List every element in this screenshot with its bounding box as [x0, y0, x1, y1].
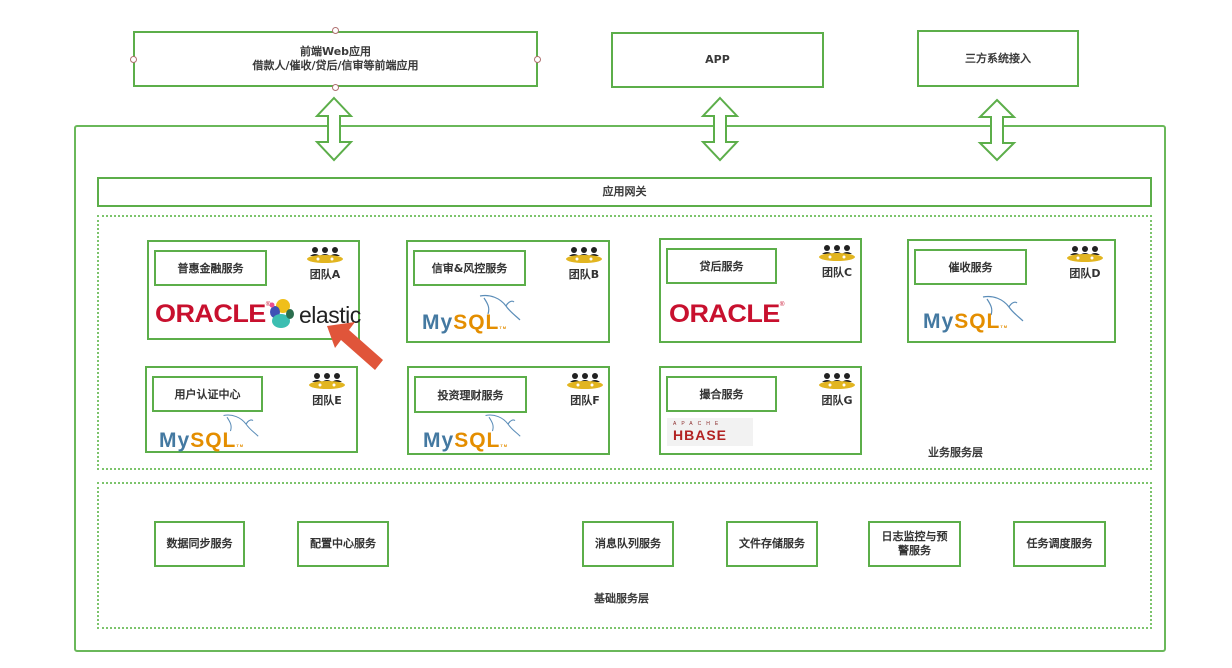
resize-handle-left[interactable] [130, 56, 137, 63]
service-name: 投资理财服务 [437, 388, 504, 402]
third-party-label: 三方系统接入 [965, 51, 1031, 65]
service-name: 催收服务 [948, 261, 993, 274]
app-gateway-label: 应用网关 [602, 185, 647, 198]
team-icon [567, 373, 603, 389]
service-name: 用户认证中心 [174, 388, 241, 401]
business-service-layer [97, 215, 1152, 470]
team-icon [307, 247, 343, 263]
third-party-box[interactable]: 三方系统接入 [917, 30, 1079, 87]
team-badge: 团队D [1063, 245, 1107, 281]
platform-container [74, 125, 1166, 652]
team-icon [1067, 246, 1103, 262]
team-icon [309, 373, 345, 389]
service-card-f[interactable]: 投资理财服务 团队F MySQLTM [407, 366, 610, 455]
service-name: 撮合服务 [699, 388, 744, 401]
team-badge: 团队B [562, 246, 606, 282]
mysql-logo: MySQLTM [422, 311, 508, 334]
service-name-box: 普惠金融服务 [154, 250, 267, 286]
service-card-d[interactable]: 催收服务 团队D MySQLTM [907, 239, 1116, 343]
base-service-label-line2: 警服务 [898, 544, 931, 557]
double-arrow-icon [700, 96, 740, 162]
base-service-label: 文件存储服务 [739, 537, 805, 550]
red-pointer-arrow-icon [327, 322, 383, 370]
base-service-config-center[interactable]: 配置中心服务 [297, 521, 389, 567]
service-name-box: 信审&风控服务 [413, 250, 526, 286]
base-service-task-scheduling[interactable]: 任务调度服务 [1013, 521, 1106, 567]
service-card-a[interactable]: 普惠金融服务 团队A ORACLE® elastic [147, 240, 361, 340]
base-service-label: 消息队列服务 [595, 537, 661, 550]
service-name-box: 撮合服务 [666, 376, 777, 412]
mysql-logo: MySQLTM [159, 429, 245, 452]
web-frontend-subtitle: 借款人/催收/贷后/信审等前端应用 [252, 59, 419, 72]
resize-handle-right[interactable] [534, 56, 541, 63]
service-name: 普惠金融服务 [177, 262, 244, 275]
team-icon [819, 373, 855, 389]
service-card-c[interactable]: 贷后服务 团队C ORACLE® [659, 238, 862, 343]
base-service-layer [97, 482, 1152, 629]
team-label: 团队B [568, 268, 600, 281]
team-badge: 团队E [305, 372, 349, 408]
app-box[interactable]: APP [611, 32, 824, 88]
oracle-logo: ORACLE® [669, 300, 785, 328]
app-label: APP [705, 53, 730, 66]
base-service-label: 数据同步服务 [166, 537, 233, 550]
base-service-label: 配置中心服务 [310, 537, 376, 550]
hbase-logo: APACHE HBASE [667, 418, 753, 446]
elastic-logo-icon [269, 299, 294, 328]
elastic-logo-text: elastic [299, 302, 361, 328]
oracle-logo: ORACLE® [155, 300, 271, 328]
team-badge: 团队A [303, 246, 347, 282]
web-frontend-box[interactable]: 前端Web应用 借款人/催收/贷后/信审等前端应用 [133, 31, 538, 87]
team-label: 团队A [309, 268, 341, 281]
team-label: 团队E [312, 394, 342, 407]
app-gateway-bar[interactable]: 应用网关 [97, 177, 1152, 207]
base-service-file-storage[interactable]: 文件存储服务 [726, 521, 818, 567]
team-badge: 团队G [815, 372, 859, 408]
service-card-e[interactable]: 用户认证中心 团队E MySQLTM [145, 366, 358, 453]
service-name-box: 贷后服务 [666, 248, 777, 284]
base-service-label-line1: 日志监控与预 [881, 530, 948, 543]
service-name-box: 催收服务 [914, 249, 1027, 285]
mysql-dolphin-icon [223, 414, 259, 437]
team-label: 团队F [570, 394, 600, 407]
team-badge: 团队C [815, 244, 859, 280]
resize-handle-top[interactable] [332, 27, 339, 34]
service-name-box: 用户认证中心 [152, 376, 263, 412]
team-label: 团队G [821, 394, 853, 407]
mysql-logo: MySQLTM [423, 429, 509, 452]
mysql-dolphin-icon [982, 295, 1024, 322]
team-label: 团队C [821, 266, 853, 279]
team-icon [566, 247, 602, 263]
mysql-dolphin-icon [479, 294, 521, 321]
web-frontend-title: 前端Web应用 [299, 45, 372, 58]
mysql-logo: MySQLTM [923, 310, 1009, 333]
base-service-log-monitoring[interactable]: 日志监控与预 警服务 [868, 521, 961, 567]
service-name: 贷后服务 [699, 260, 744, 273]
team-icon [819, 245, 855, 261]
double-arrow-icon [314, 96, 354, 162]
service-name: 信审&风控服务 [431, 262, 508, 275]
resize-handle-bottom[interactable] [332, 84, 339, 91]
business-layer-label: 业务服务层 [928, 446, 983, 459]
base-layer-label: 基础服务层 [594, 592, 649, 605]
double-arrow-icon [977, 98, 1017, 162]
service-card-b[interactable]: 信审&风控服务 团队B MySQLTM [406, 240, 610, 343]
base-service-message-queue[interactable]: 消息队列服务 [582, 521, 674, 567]
team-label: 团队D [1069, 267, 1101, 280]
base-service-data-sync[interactable]: 数据同步服务 [154, 521, 245, 567]
team-badge: 团队F [563, 372, 607, 408]
mysql-dolphin-icon [485, 414, 521, 437]
service-card-g[interactable]: 撮合服务 团队G APACHE HBASE [659, 366, 862, 455]
service-name-box: 投资理财服务 [414, 376, 527, 413]
base-service-label: 任务调度服务 [1026, 537, 1093, 550]
